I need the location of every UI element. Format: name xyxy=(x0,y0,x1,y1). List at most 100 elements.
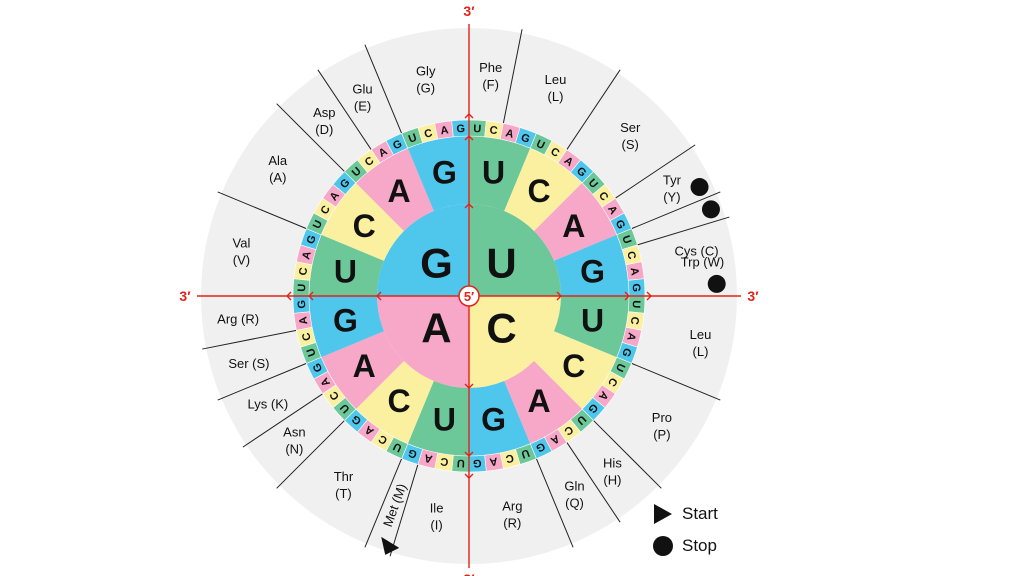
second-base-label: C xyxy=(562,348,585,384)
legend: Start Stop xyxy=(648,498,758,562)
axis-arrowhead xyxy=(308,291,314,301)
group-divider-line xyxy=(364,458,403,548)
center-label: 5′ xyxy=(464,289,474,304)
second-base-label: U xyxy=(482,154,505,190)
start-triangle-icon xyxy=(648,502,678,526)
amino-acid-abbrev: (V) xyxy=(233,253,250,268)
axis-arrowhead xyxy=(286,291,292,301)
axis-label-top: 3′ xyxy=(463,3,475,19)
third-base-label: G xyxy=(296,300,308,309)
second-base-label: A xyxy=(562,208,585,244)
amino-acid-label: Arg(R) xyxy=(502,499,522,531)
amino-acid-name: Asp xyxy=(313,105,335,120)
amino-acid-name: Glu xyxy=(352,82,372,97)
group-divider-line xyxy=(217,191,307,230)
group-divider-line xyxy=(389,464,419,557)
axis-label-bottom: 3′ xyxy=(463,571,475,576)
amino-acid-name: Thr xyxy=(334,469,354,484)
second-base-sector xyxy=(504,361,583,444)
group-divider-line xyxy=(202,329,297,350)
amino-acid-name: Gln xyxy=(564,479,584,494)
first-base-sector xyxy=(377,296,469,388)
third-base-label: C xyxy=(297,267,310,277)
third-base-label: A xyxy=(504,127,515,141)
group-divider-line xyxy=(566,69,621,150)
amino-acid-name: Lys (K) xyxy=(248,396,289,411)
start-stop-markers xyxy=(381,178,726,555)
amino-acid-label: Cys (C) xyxy=(675,244,719,259)
amino-acid-label: His(H) xyxy=(603,456,622,488)
group-divider-line xyxy=(566,442,621,523)
amino-acid-abbrev: (H) xyxy=(603,473,621,488)
axis-label-left: 3′ xyxy=(179,288,191,304)
amino-acid-label: Leu(L) xyxy=(545,72,567,104)
second-base-sector xyxy=(407,136,469,212)
group-divider-line xyxy=(276,103,345,172)
third-base-label: G xyxy=(519,132,531,146)
amino-acid-label: Trp (W) xyxy=(681,255,725,270)
third-base-label: A xyxy=(297,316,310,326)
amino-acid-abbrev: (I) xyxy=(430,518,442,533)
amino-acid-label: Asn(N) xyxy=(283,424,305,456)
third-base-label: C xyxy=(504,451,515,465)
second-base-label: G xyxy=(333,303,358,339)
second-base-sector xyxy=(355,148,434,231)
amino-acid-label: Phe(F) xyxy=(479,60,502,92)
third-base-label: U xyxy=(407,132,419,146)
third-base-label: G xyxy=(473,457,482,469)
amino-acid-label: Val (V) xyxy=(233,236,251,268)
second-base-label: U xyxy=(433,402,456,438)
amino-acid-label: Leu (L) xyxy=(690,327,712,359)
amino-acid-name: Leu xyxy=(690,327,712,342)
third-base-label: G xyxy=(305,234,319,246)
amino-acid-name: Trp (W) xyxy=(681,255,725,270)
second-base-sector xyxy=(469,136,531,212)
amino-acid-abbrev: (L) xyxy=(693,344,709,359)
second-base-sector xyxy=(321,331,404,410)
amino-acid-abbrev: (G) xyxy=(416,80,435,95)
group-divider-line xyxy=(535,458,574,548)
third-base-label: G xyxy=(407,446,419,460)
amino-acid-label: Gly (G) xyxy=(416,63,436,95)
amino-acid-abbrev: (A) xyxy=(269,170,286,185)
axis-label-right: 3′ xyxy=(747,288,759,304)
group-divider-line xyxy=(615,144,696,199)
amino-acid-name: Ala xyxy=(268,153,288,168)
second-base-sector xyxy=(504,148,583,231)
amino-acid-name: Pro xyxy=(652,410,672,425)
third-base-label: C xyxy=(300,331,314,342)
group-divider-line xyxy=(502,29,523,124)
amino-acid-label: Ala (A) xyxy=(268,153,288,185)
first-base-sector xyxy=(469,296,561,388)
amino-acid-name: Val xyxy=(233,236,251,251)
stop-codon-marker xyxy=(707,274,726,293)
first-base-sector xyxy=(469,204,561,296)
legend-start: Start xyxy=(648,498,758,530)
second-base-label: A xyxy=(387,173,410,209)
amino-acid-abbrev: (F) xyxy=(482,77,499,92)
second-base-label: U xyxy=(334,253,357,289)
amino-acid-label: Thr(T) xyxy=(334,469,354,501)
group-divider-line xyxy=(317,69,372,150)
amino-acid-label: Gln(Q) xyxy=(564,479,584,511)
third-base-label: C xyxy=(624,250,638,261)
second-base-label: G xyxy=(580,253,605,289)
amino-acid-name: Ile xyxy=(430,501,444,516)
amino-acid-label: Arg (R) xyxy=(217,312,259,327)
group-divider-line xyxy=(593,420,662,489)
amino-acid-abbrev: (Y) xyxy=(663,190,680,205)
third-base-label: U xyxy=(630,300,642,309)
second-base-sector xyxy=(407,380,469,457)
amino-acid-abbrev: (R) xyxy=(503,516,521,531)
group-divider-line xyxy=(364,44,403,134)
amino-acid-label: Ile (I) xyxy=(430,501,444,533)
start-codon-marker xyxy=(381,536,400,555)
amino-acid-name: Leu xyxy=(545,72,567,87)
amino-acid-label: Ser(S) xyxy=(620,120,641,152)
amino-acid-abbrev: (N) xyxy=(285,441,303,456)
third-base-label: A xyxy=(489,455,499,468)
third-base-label: U xyxy=(305,346,319,358)
amino-acid-name: Gly xyxy=(416,63,436,78)
